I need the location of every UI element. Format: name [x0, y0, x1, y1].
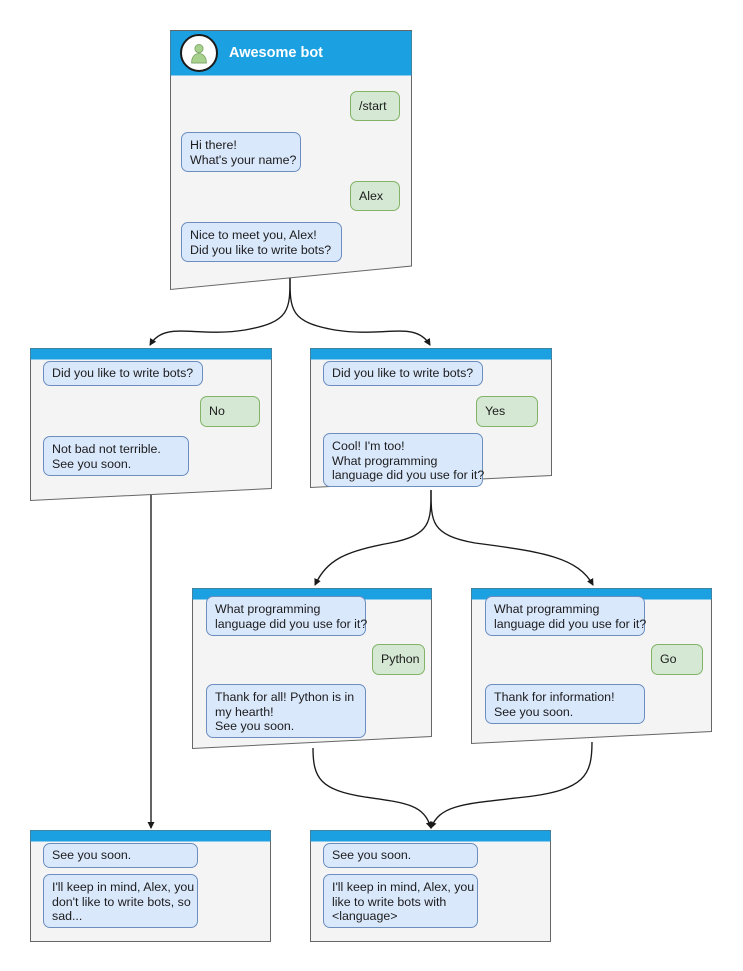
message-bubble-bot: I'll keep in mind, Alex, you don't like …: [43, 874, 198, 928]
node-python-branch[interactable]: What programming language did you use fo…: [192, 588, 432, 751]
node-root-titlebar: Awesome bot: [170, 30, 412, 76]
message-bubble-bot: See you soon.: [43, 843, 198, 868]
node-yes-branch-titlebar: [310, 348, 552, 360]
node-end-sad[interactable]: See you soon. I'll keep in mind, Alex, y…: [30, 830, 271, 942]
message-bubble-user: No: [200, 396, 260, 427]
message-bubble-bot: See you soon.: [323, 843, 478, 868]
message-bubble-bot: Thank for information! See you soon.: [485, 684, 645, 724]
message-bubble-bot: Did you like to write bots?: [43, 361, 203, 386]
node-yes-branch[interactable]: Did you like to write bots? Yes Cool! I'…: [310, 348, 552, 490]
node-end-happy[interactable]: See you soon. I'll keep in mind, Alex, y…: [310, 830, 551, 942]
message-bubble-bot: Cool! I'm too! What programming language…: [323, 433, 484, 487]
node-end-sad-titlebar: [30, 830, 271, 842]
message-bubble-bot: I'll keep in mind, Alex, you like to wri…: [323, 874, 478, 928]
message-bubble-bot: What programming language did you use fo…: [206, 596, 367, 636]
message-bubble-bot: Thank for all! Python is in my hearth! S…: [206, 684, 366, 738]
edge-yes-to-go: [430, 489, 594, 586]
node-root[interactable]: Awesome bot /start Hi there! What's your…: [170, 30, 412, 292]
message-bubble-bot: Hi there! What's your name?: [181, 132, 301, 172]
node-no-branch[interactable]: Did you like to write bots? No Not bad n…: [30, 348, 272, 503]
person-avatar-icon: [180, 34, 218, 72]
message-bubble-user: Yes: [476, 396, 538, 427]
message-bubble-user: Python: [372, 644, 425, 675]
message-bubble-bot: Nice to meet you, Alex! Did you like to …: [181, 222, 342, 262]
message-bubble-user: Alex: [350, 181, 400, 211]
node-end-happy-titlebar: [310, 830, 551, 842]
node-root-title: Awesome bot: [229, 45, 324, 61]
message-bubble-user: /start: [350, 91, 400, 121]
edge-go-to-end-happy: [429, 741, 593, 829]
message-bubble-bot: What programming language did you use fo…: [485, 596, 646, 636]
message-bubble-user: Go: [651, 644, 703, 675]
message-bubble-bot: Did you like to write bots?: [323, 361, 483, 386]
edge-yes-to-python: [314, 489, 432, 586]
node-go-branch[interactable]: What programming language did you use fo…: [471, 588, 712, 746]
edge-python-to-end-happy: [312, 747, 433, 829]
message-bubble-bot: Not bad not terrible. See you soon.: [43, 436, 189, 476]
node-no-branch-titlebar: [30, 348, 272, 360]
